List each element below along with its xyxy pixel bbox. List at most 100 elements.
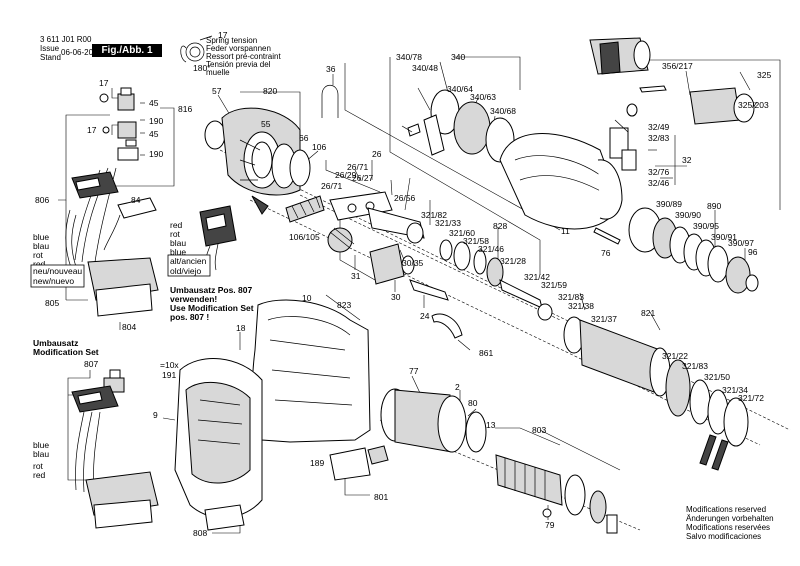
new-tag-line: new/nuevo [33, 276, 74, 286]
part-191: 191 [162, 370, 176, 380]
part-45: 45 [149, 129, 159, 139]
part-816: 816 [178, 104, 192, 114]
part-321-83: 321/83 [558, 292, 584, 302]
part-803: 803 [532, 425, 546, 435]
part-45: 45 [149, 98, 159, 108]
part-26-27: 26/27 [352, 173, 374, 183]
spindle-group [563, 316, 749, 471]
spring-note-line: Spring tension [206, 36, 257, 45]
part-32: 32 [682, 155, 692, 165]
modification-note-line: Umbausatz Pos. 807 [170, 285, 252, 295]
part-321-34: 321/34 [722, 385, 748, 395]
issue-label: Issue [40, 44, 60, 53]
spring-angle-label: 180° [193, 63, 211, 73]
part-80: 80 [468, 398, 478, 408]
part-9: 9 [153, 410, 158, 420]
wire-color-label: blau [33, 449, 49, 459]
old-tag-box [167, 254, 211, 277]
part-76: 76 [601, 248, 611, 258]
wire-color-label: blue [170, 247, 186, 257]
part-190: 190 [149, 149, 163, 159]
part-26-71: 26/71 [321, 181, 343, 191]
part-321-50: 321/50 [704, 372, 730, 382]
part-190: 190 [149, 116, 163, 126]
part-340-68: 340/68 [490, 106, 516, 116]
gear-housing [204, 84, 339, 223]
part-321-58: 321/58 [463, 236, 489, 246]
part-823: 823 [337, 300, 351, 310]
doc-number: 3 611 J01 R00 [40, 35, 92, 44]
part-890: 890 [707, 201, 721, 211]
part-24: 24 [420, 311, 430, 321]
part-321-60: 321/60 [449, 228, 475, 238]
part-57: 57 [212, 86, 222, 96]
spring-tension-icon [180, 35, 213, 63]
wire-color-label: red [33, 259, 46, 269]
wire-color-label: blue [33, 440, 49, 450]
part-106: 106 [312, 142, 326, 152]
modification-note-line: pos. 807 ! [170, 312, 209, 322]
part-321-82: 321/82 [421, 210, 447, 220]
wire-color-label: blau [170, 238, 186, 248]
modification-note-line: verwenden! [170, 294, 217, 304]
wire-color-label: red [170, 220, 183, 230]
part-390-89: 390/89 [656, 199, 682, 209]
part-2: 2 [455, 382, 460, 392]
wire-color-label: blau [33, 241, 49, 251]
wire-color-label: blue [33, 232, 49, 242]
part-356-217: 356/217 [662, 61, 693, 71]
part-26-71: 26/71 [347, 162, 369, 172]
old-switch [199, 195, 269, 271]
figure-label: Fig./Abb. 1 [92, 44, 162, 57]
part-55: 55 [261, 119, 271, 129]
hammer-tube [439, 239, 553, 321]
wire-color-label: rot [170, 229, 181, 239]
motor-group [380, 388, 618, 534]
part-32-83: 32/83 [648, 133, 670, 143]
part-390-97: 390/97 [728, 238, 754, 248]
wire-color-label: rot [33, 461, 44, 471]
modification-note-line: Use Modification Set [170, 303, 254, 313]
footer-line: Modifications reserved [686, 505, 766, 514]
part-828: 828 [493, 221, 507, 231]
part-11: 11 [561, 226, 570, 236]
part-321-83: 321/83 [682, 361, 708, 371]
part-325-203: 325/203 [738, 100, 769, 110]
part-77: 77 [409, 366, 419, 376]
stand-label: Stand [40, 53, 61, 62]
part-806: 806 [35, 195, 49, 205]
part-26: 26 [372, 149, 382, 159]
part-804: 804 [122, 322, 136, 332]
part-32-76: 32/76 [648, 167, 670, 177]
spring-value-label: 17 [218, 30, 228, 40]
footer-line: Modifications reservées [686, 523, 770, 532]
part-821: 821 [641, 308, 655, 318]
part-31: 31 [351, 271, 361, 281]
switch-assembly-upper [65, 87, 159, 317]
part-801: 801 [374, 492, 388, 502]
part-340-64: 340/64 [447, 84, 473, 94]
issue-date: 06-06-20 [61, 48, 94, 57]
main-housing [174, 299, 389, 531]
part-390-91: 390/91 [711, 232, 737, 242]
spring-stack [593, 207, 759, 294]
part-30-35: 30/35 [402, 258, 424, 268]
part-10x: =10x [160, 360, 179, 370]
part-807: 807 [84, 359, 98, 369]
part-340: 340 [451, 52, 465, 62]
part-17: 17 [99, 78, 109, 88]
part-321-37: 321/37 [591, 314, 617, 324]
part-26-29: 26/29 [335, 170, 357, 180]
new-tag-line: neu/nouveau [33, 266, 82, 276]
modification-set-line: Modification Set [33, 347, 99, 357]
leader-lines [58, 56, 781, 534]
part-325: 325 [757, 70, 771, 80]
part-32-49: 32/49 [648, 122, 670, 132]
part-340-48: 340/48 [412, 63, 438, 73]
switch-assembly-lower [71, 369, 159, 529]
part-820: 820 [263, 86, 277, 96]
part-106-105: 106/105 [289, 232, 320, 242]
wire-color-label: red [33, 470, 46, 480]
part-32-46: 32/46 [648, 178, 670, 188]
